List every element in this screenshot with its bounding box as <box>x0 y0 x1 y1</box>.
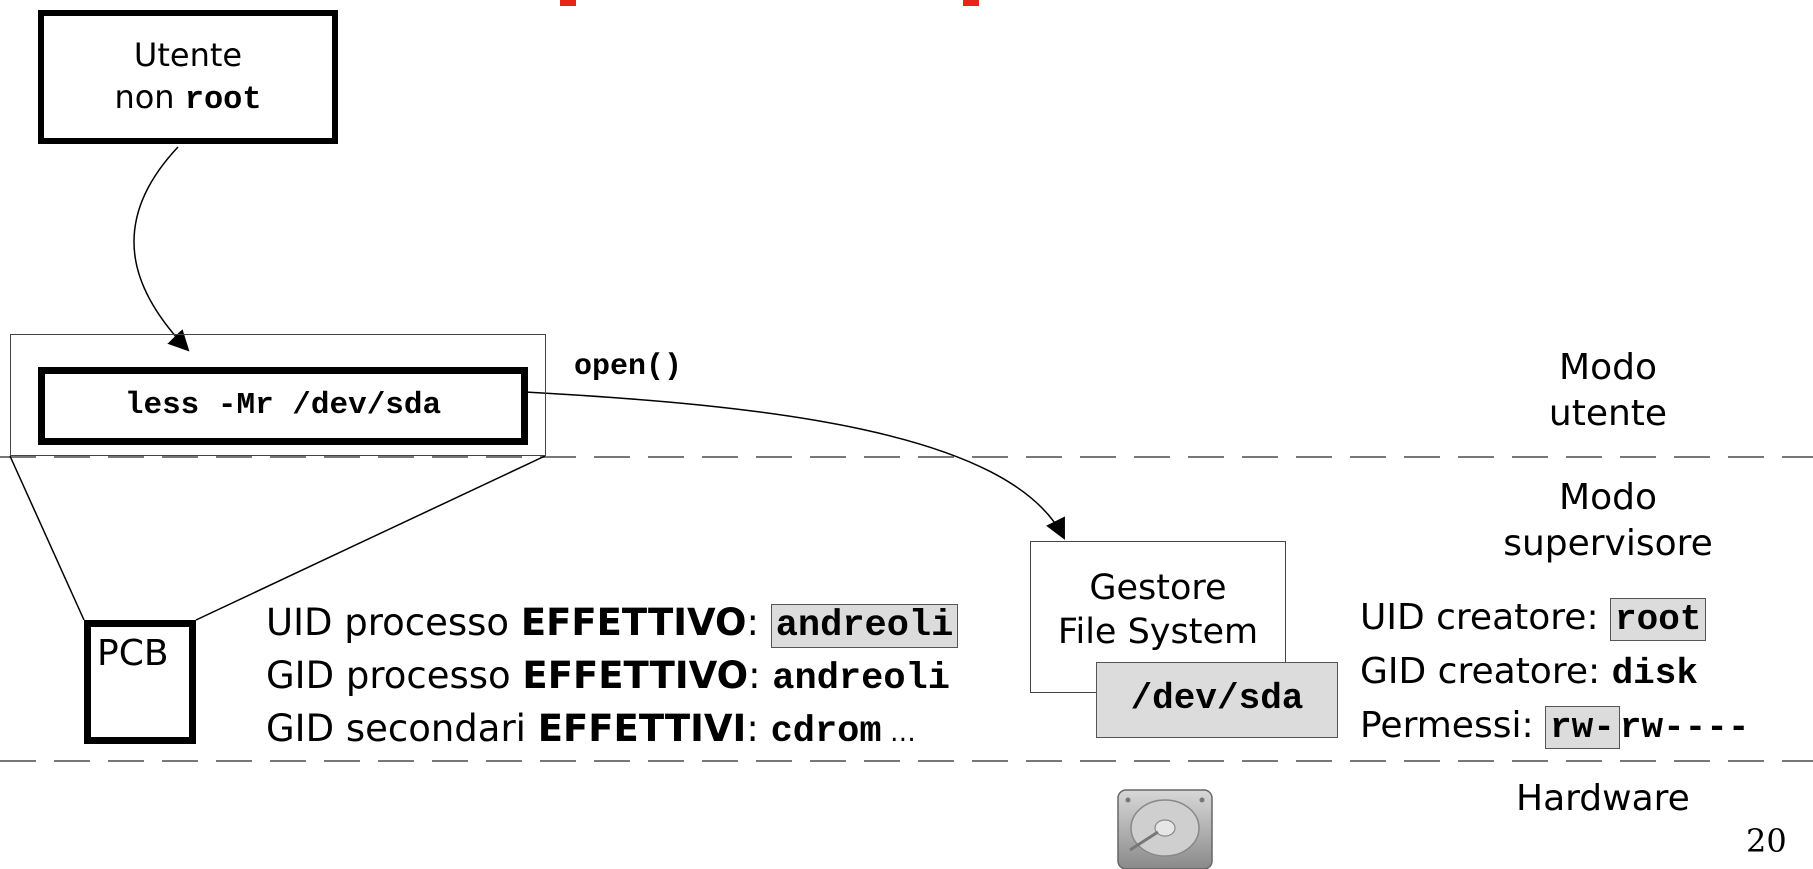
permissions-label: Permessi: <box>1360 705 1546 746</box>
uid-creator-value: root <box>1610 598 1707 641</box>
uid-creator-label: UID creatore: <box>1360 597 1611 638</box>
file-attributes: UID creatore: root GID creatore: disk Pe… <box>1360 592 1749 754</box>
user-box: Utente non root <box>38 10 338 144</box>
supervisor-mode-line2: supervisore <box>1503 523 1713 564</box>
title-fragment <box>963 0 979 6</box>
pcb-label: PCB <box>97 633 169 674</box>
gid-creator-row: GID creatore: disk <box>1360 646 1749 700</box>
supervisor-mode-line1: Modo <box>1559 477 1657 518</box>
syscall-label: open() <box>574 350 683 384</box>
pcb-box: PCB <box>84 620 196 744</box>
root-code: root <box>184 81 262 118</box>
permissions-owner: rw- <box>1545 706 1620 749</box>
gid2-bold: EFFETTIVI <box>537 707 747 750</box>
process-ids: UID processo EFFETTIVO: andreoli GID pro… <box>266 598 959 758</box>
fs-manager-line1: Gestore <box>1089 568 1227 608</box>
process-id-row: UID processo EFFETTIVO: andreoli <box>266 598 959 651</box>
uid-sep: : <box>746 601 771 644</box>
process-frame <box>10 334 546 456</box>
title-fragment <box>560 0 576 6</box>
permissions-row: Permessi: rw-rw---- <box>1360 700 1749 754</box>
user-mode-line1: Modo <box>1559 347 1657 388</box>
pcb-link-right <box>195 455 546 621</box>
gid-prefix: GID processo <box>266 654 523 697</box>
device-label: /dev/sda <box>1130 678 1304 719</box>
uid-creator-row: UID creatore: root <box>1360 592 1749 646</box>
gid-creator-label: GID creatore: <box>1360 651 1612 692</box>
command-box: less -Mr /dev/sda <box>38 367 528 445</box>
permissions-rest: rw---- <box>1619 707 1750 748</box>
user-mode-line2: utente <box>1548 393 1668 434</box>
gid-value: andreoli <box>772 658 950 700</box>
gid2-value: cdrom <box>770 711 882 753</box>
user-launch-arrow <box>133 146 190 352</box>
gid-creator-value: disk <box>1611 653 1698 694</box>
gid-sep: : <box>748 654 773 697</box>
user-mode-label: Modo utente <box>1488 345 1728 437</box>
uid-bold: EFFETTIVO <box>520 601 747 644</box>
supervisor-mode-label: Modo supervisore <box>1470 475 1746 567</box>
user-box-prefix: non <box>114 78 185 116</box>
gid2-prefix: GID secondari <box>266 707 538 750</box>
process-id-row: GID processo EFFETTIVO: andreoli <box>266 651 958 704</box>
hard-disk-icon <box>1117 789 1213 869</box>
fs-manager-box: Gestore File System <box>1030 541 1286 693</box>
uid-value: andreoli <box>770 604 959 648</box>
fs-manager-line2: File System <box>1057 612 1259 652</box>
page-number: 20 <box>1746 822 1787 860</box>
gid-bold: EFFETTIVO <box>522 654 749 697</box>
gid2-suffix: … <box>881 718 916 748</box>
gid2-sep: : <box>746 707 771 750</box>
command-text: less -Mr /dev/sda <box>124 388 442 423</box>
device-box: /dev/sda <box>1096 662 1338 738</box>
open-call-arrow <box>524 391 1065 540</box>
process-id-row: GID secondari EFFETTIVI: cdrom … <box>266 704 958 758</box>
hardware-label: Hardware <box>1516 778 1690 819</box>
uid-prefix: UID processo <box>266 601 521 644</box>
pcb-link-left <box>9 455 85 621</box>
user-box-line1: Utente <box>133 36 243 74</box>
